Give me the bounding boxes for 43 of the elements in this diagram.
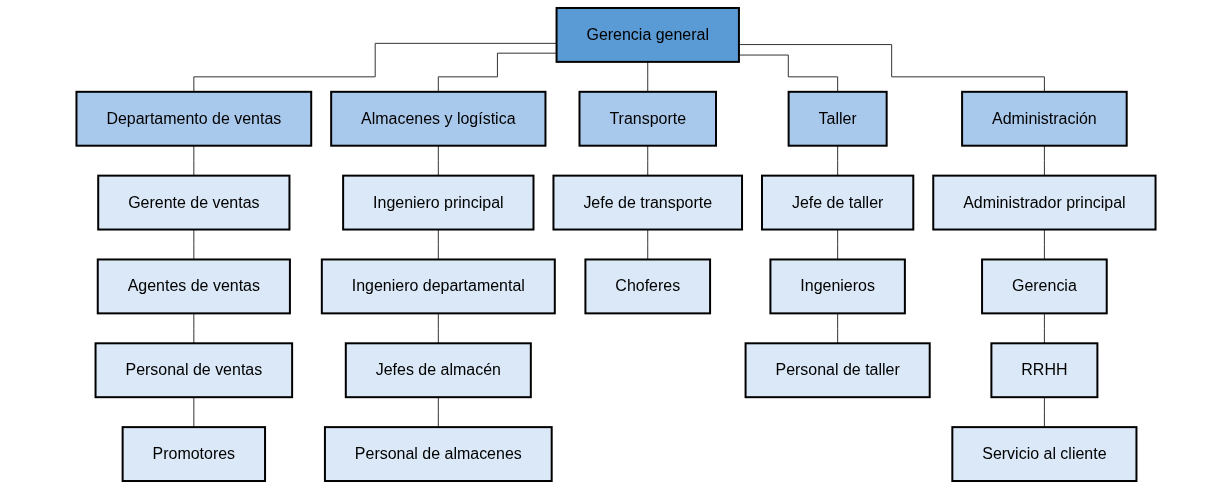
node-box: Agentes de ventas xyxy=(96,258,291,315)
node-box: Jefe de transporte xyxy=(552,174,744,231)
node-box: Gerencia xyxy=(981,258,1108,315)
connector xyxy=(437,229,439,260)
connector xyxy=(1043,312,1045,344)
connector xyxy=(1043,229,1045,260)
connector xyxy=(1043,396,1045,428)
node-box: Personal de ventas xyxy=(94,342,294,399)
node-box: Almacenes y logística xyxy=(330,90,547,147)
node-box: Gerencia general xyxy=(555,7,740,63)
node-box: Promotores xyxy=(121,426,267,482)
node-box: Administrador principal xyxy=(932,174,1157,231)
connector xyxy=(193,312,195,344)
connector xyxy=(647,229,649,260)
node-box: Ingeniero departamental xyxy=(320,258,556,315)
connector xyxy=(837,312,839,344)
node-box: Departamento de ventas xyxy=(75,90,313,147)
node-box: Personal de almacenes xyxy=(323,426,553,482)
node-box: RRHH xyxy=(990,342,1099,399)
node-box: Gerente de ventas xyxy=(97,174,291,231)
connector xyxy=(647,145,649,177)
node-box: Ingeniero principal xyxy=(342,174,535,231)
node-box: Personal de taller xyxy=(744,342,931,399)
connector xyxy=(738,44,1045,93)
connector xyxy=(837,145,839,177)
connector xyxy=(837,229,839,260)
node-box: Jefes de almacén xyxy=(344,342,532,399)
node-box: Administración xyxy=(961,90,1128,147)
node-box: Taller xyxy=(787,90,888,147)
connector xyxy=(437,396,439,428)
connector xyxy=(437,312,439,344)
node-box: Choferes xyxy=(584,258,712,315)
connector xyxy=(738,54,839,93)
connector xyxy=(193,229,195,260)
node-box: Jefe de taller xyxy=(761,174,915,231)
connector xyxy=(1043,145,1045,177)
node-box: Transporte xyxy=(578,90,717,147)
connector xyxy=(647,61,649,93)
connector xyxy=(437,145,439,177)
connector xyxy=(193,396,195,428)
node-box: Servicio al cliente xyxy=(951,426,1138,482)
connector xyxy=(193,145,195,177)
node-box: Ingenieros xyxy=(769,258,906,315)
